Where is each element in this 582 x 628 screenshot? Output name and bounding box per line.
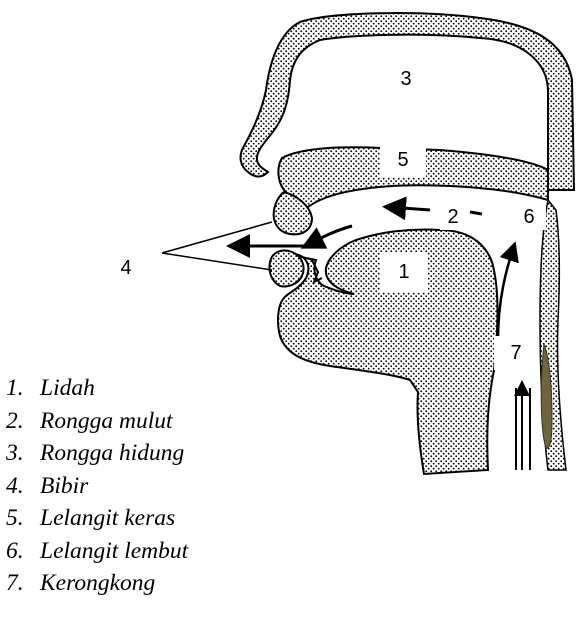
legend-item: 3.Rongga hidung [6,437,188,470]
legend-list: 1.Lidah 2.Rongga mulut 3.Rongga hidung 4… [6,372,188,600]
airflow-arrow-curve [498,246,514,340]
legend-text: Lidah [40,375,95,401]
label-7-throat: 7 [494,336,538,370]
label-1-tongue: 1 [380,252,428,292]
legend-number: 2. [6,405,40,438]
legend-number: 5. [6,502,40,535]
legend-text: Rongga hidung [40,440,184,466]
legend-text: Rongga mulut [40,408,173,434]
legend-text: Lelangit lembut [40,538,188,564]
lower-lip [269,250,303,286]
airflow-arrow-oral-mid [470,212,482,214]
legend-number: 4. [6,470,40,503]
label-4-lips: 4 [114,255,138,281]
legend-text: Kerongkong [40,570,155,596]
label-2-oral-cavity: 2 [440,204,466,230]
legend-item: 4.Bibir [6,470,188,503]
legend-item: 2.Rongga mulut [6,405,188,438]
legend-number: 3. [6,437,40,470]
legend-text: Lelangit keras [40,505,175,531]
legend-text: Bibir [40,473,88,499]
pointer-line-lower-lip [162,253,272,270]
legend-number: 1. [6,372,40,405]
legend-item: 1.Lidah [6,372,188,405]
label-5-hard-palate: 5 [380,143,426,177]
legend-item: 7.Kerongkong [6,567,188,600]
legend-item: 5.Lelangit keras [6,502,188,535]
label-6-soft-palate: 6 [512,204,546,230]
airflow-arrow-oral-top [388,207,430,210]
legend-number: 6. [6,535,40,568]
pointer-line-upper-lip [162,222,272,253]
legend-number: 7. [6,567,40,600]
label-3-nasal-cavity: 3 [394,66,418,92]
legend-item: 6.Lelangit lembut [6,535,188,568]
airflow-arrow-mouth [306,226,352,246]
